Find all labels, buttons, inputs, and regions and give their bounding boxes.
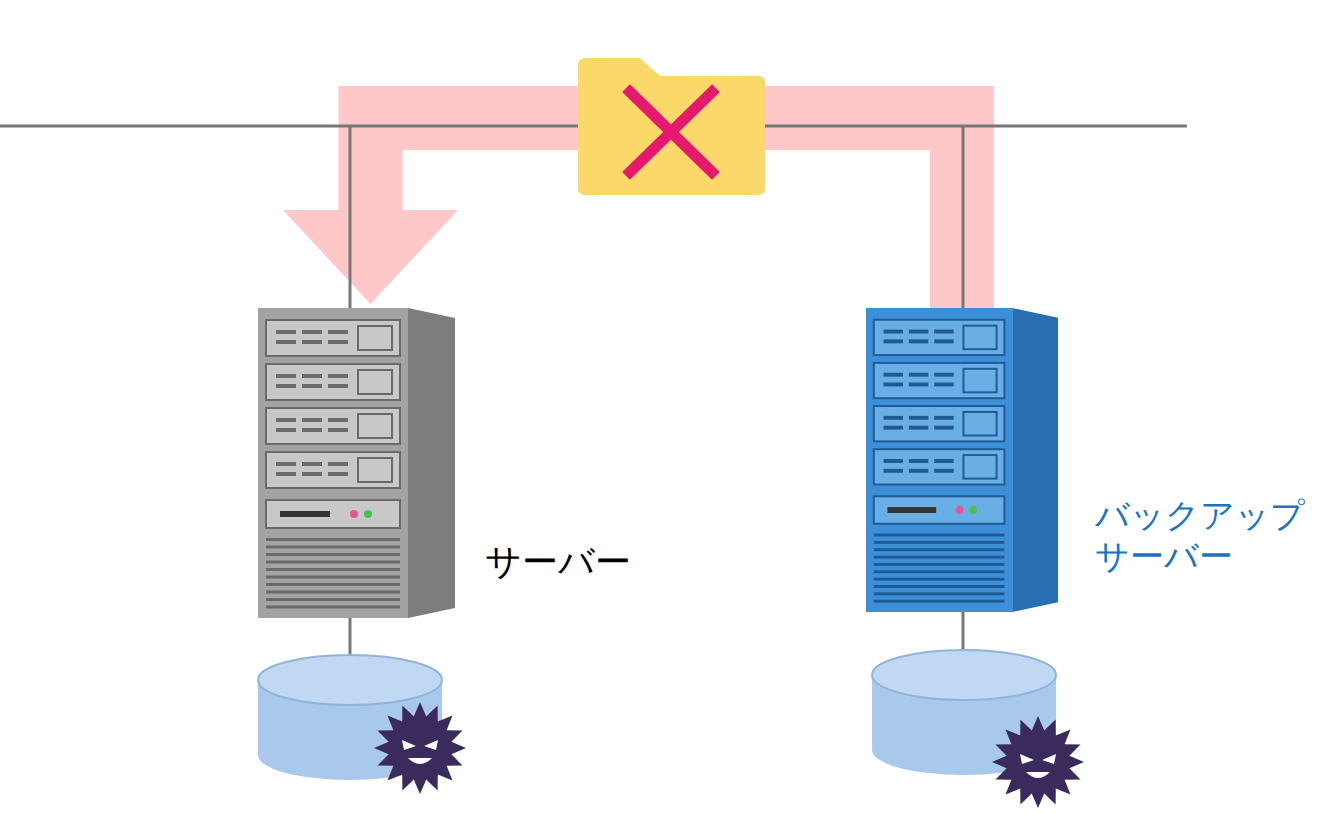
folder-icon	[578, 58, 765, 195]
server-illustration	[258, 308, 455, 618]
virus-icon	[374, 702, 466, 794]
virus-icon	[992, 716, 1084, 808]
server-illustration	[866, 308, 1058, 612]
server-node: バックアップ サーバー	[866, 308, 1058, 612]
server-label: バックアップ サーバー	[1095, 495, 1313, 577]
server-node: サーバー	[258, 308, 455, 618]
server-label: サーバー	[485, 540, 631, 583]
network-line	[0, 126, 1187, 660]
